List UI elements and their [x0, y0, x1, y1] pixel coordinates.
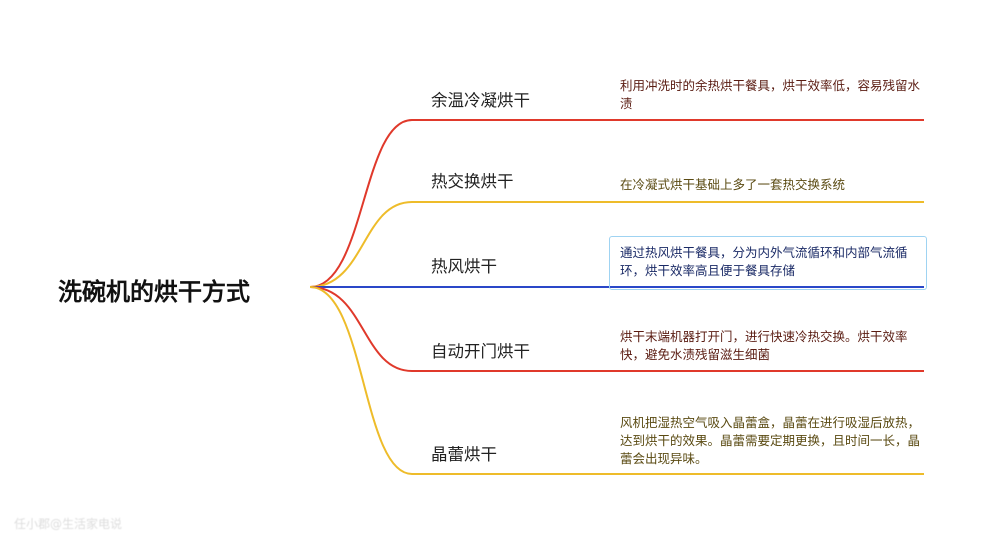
branch-line — [309, 201, 924, 288]
selected-desc-box — [609, 236, 927, 290]
root-node: 洗碗机的烘干方式 — [58, 278, 250, 306]
watermark: 任小郡@生活家电说 — [14, 517, 123, 531]
branch-label[interactable]: 热交换烘干 — [431, 172, 514, 191]
branch-line — [309, 119, 924, 288]
branch-description[interactable]: 风机把湿热空气吸入晶蕾盒，晶蕾在进行吸湿后放热，达到烘干的效果。晶蕾需要定期更换… — [620, 415, 921, 466]
branch-line — [309, 286, 924, 475]
branch-description[interactable]: 在冷凝式烘干基础上多了一套热交换系统 — [620, 177, 846, 192]
branch-description[interactable]: 利用冲洗时的余热烘干餐具，烘干效率低，容易残留水渍 — [620, 78, 921, 111]
branch-description[interactable]: 烘干末端机器打开门，进行快速冷热交换。烘干效率快，避免水渍残留滋生细菌 — [620, 329, 908, 362]
branch-line — [309, 286, 924, 372]
branch-label[interactable]: 热风烘干 — [431, 257, 497, 276]
branch-description[interactable]: 通过热风烘干餐具，分为内外气流循环和内部气流循环，烘干效率高且便于餐具存储 — [620, 245, 908, 278]
branch-label[interactable]: 晶蕾烘干 — [431, 445, 497, 464]
branch-label[interactable]: 余温冷凝烘干 — [431, 91, 530, 110]
branch-label[interactable]: 自动开门烘干 — [431, 342, 530, 361]
